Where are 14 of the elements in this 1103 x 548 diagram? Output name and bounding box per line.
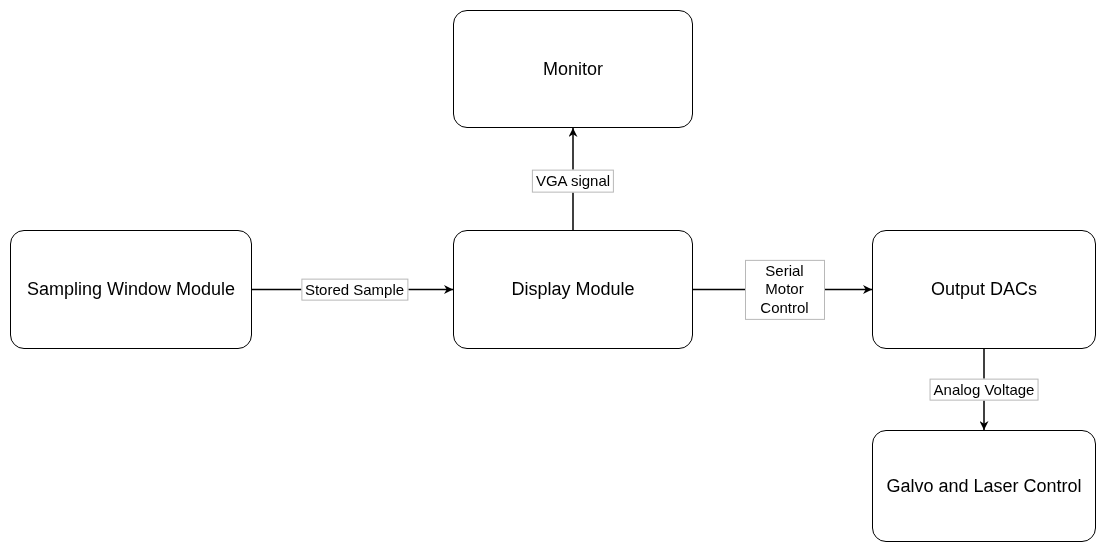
box-label: Monitor (543, 57, 603, 81)
edge-label: VGA signal (531, 169, 615, 193)
box-label: Sampling Window Module (26, 278, 236, 302)
edge-label: Stored Sample (300, 278, 409, 301)
process-box (872, 230, 1096, 349)
edge-label: Analog Voltage (929, 378, 1039, 401)
process-box (453, 230, 693, 349)
process-box (453, 10, 693, 128)
box-label: Display Module (511, 278, 635, 302)
box-label: Galvo and Laser Control (886, 474, 1082, 498)
process-box (872, 430, 1096, 542)
box-label: Output DACs (930, 278, 1037, 302)
process-box (10, 230, 252, 349)
edge-label: Serial Motor Control (744, 259, 825, 320)
